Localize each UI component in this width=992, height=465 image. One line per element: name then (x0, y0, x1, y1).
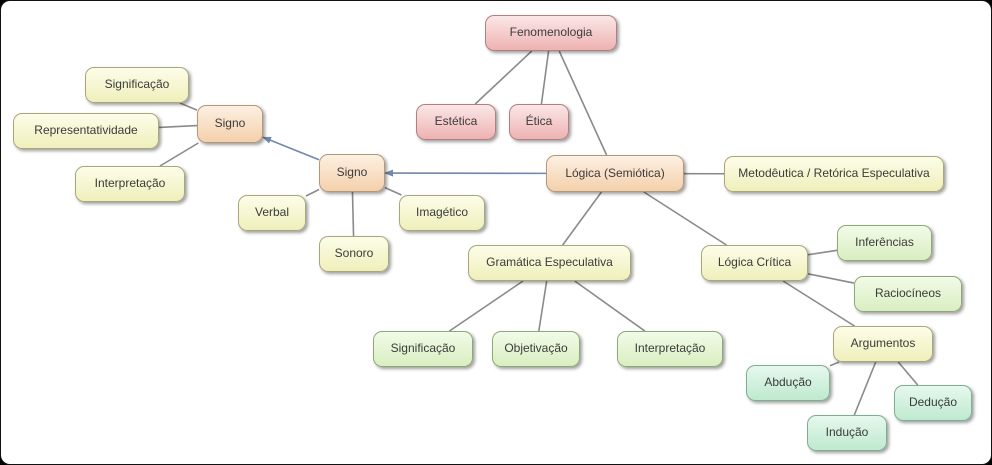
node-inducao[interactable]: Indução (807, 415, 887, 451)
node-inferencias[interactable]: Inferências (837, 225, 932, 261)
node-signo-1[interactable]: Signo (197, 105, 263, 143)
edge-logica-semiotica--logica-critica (643, 191, 727, 246)
edge-logica-semiotica--gramatica (562, 191, 603, 246)
node-etica[interactable]: Ética (509, 104, 569, 140)
edge-signo-1--significacao-1 (179, 102, 198, 111)
node-sonoro[interactable]: Sonoro (319, 236, 389, 272)
node-significacao-1[interactable]: Significação (85, 67, 189, 103)
node-significacao-2[interactable]: Significação (373, 331, 473, 367)
node-estetica[interactable]: Estética (416, 104, 496, 140)
node-deducao[interactable]: Dedução (894, 385, 972, 421)
node-verbal[interactable]: Verbal (238, 195, 306, 231)
node-logica-critica[interactable]: Lógica Crítica (701, 245, 808, 281)
node-fenomenologia[interactable]: Fenomenologia (485, 15, 617, 51)
node-gramatica[interactable]: Gramática Especulativa (468, 245, 631, 281)
edge-logica-critica--argumentos (782, 280, 855, 327)
edge-signo-2--sonoro (351, 191, 355, 237)
edge-signo-1--representatividade (158, 124, 198, 129)
node-logica-semiotica[interactable]: Lógica (Semiótica) (546, 155, 684, 192)
node-objetivacao[interactable]: Objetivação (492, 331, 580, 367)
edge-gramatica--interpretacao-2 (574, 280, 646, 332)
edge-group (158, 50, 919, 416)
edge-signo-2--verbal (305, 188, 320, 197)
node-raciocineos[interactable]: Raciocíneos (854, 276, 962, 312)
node-interpretacao-1[interactable]: Interpretação (75, 166, 185, 202)
edge-argumentos--abducao (829, 361, 840, 367)
node-representatividade[interactable]: Representatividade (13, 113, 159, 149)
edge-logica-critica--raciocineos (807, 273, 855, 284)
edge-signo-2--signo-1 (262, 136, 320, 161)
edge-fenomenologia--estetica (474, 50, 533, 105)
node-argumentos[interactable]: Argumentos (833, 326, 933, 362)
edge-signo-2--imagetico (384, 186, 402, 196)
node-abducao[interactable]: Abdução (746, 365, 830, 401)
edge-fenomenologia--etica (540, 50, 550, 105)
node-interpretacao-2[interactable]: Interpretação (617, 331, 723, 367)
node-signo-2[interactable]: Signo (319, 154, 385, 192)
edge-fenomenologia--logica-semiotica (558, 50, 608, 156)
edge-signo-1--interpretacao-1 (159, 142, 199, 167)
edge-logica-critica--inferencias (807, 249, 838, 256)
node-metodeutica[interactable]: Metodêutica / Retórica Especulativa (724, 156, 944, 192)
edge-argumentos--deducao (897, 361, 919, 386)
edge-gramatica--significacao-2 (449, 280, 524, 332)
edge-gramatica--objetivacao (538, 280, 548, 332)
node-imagetico[interactable]: Imagético (399, 195, 485, 231)
edge-argumentos--inducao (853, 361, 877, 416)
